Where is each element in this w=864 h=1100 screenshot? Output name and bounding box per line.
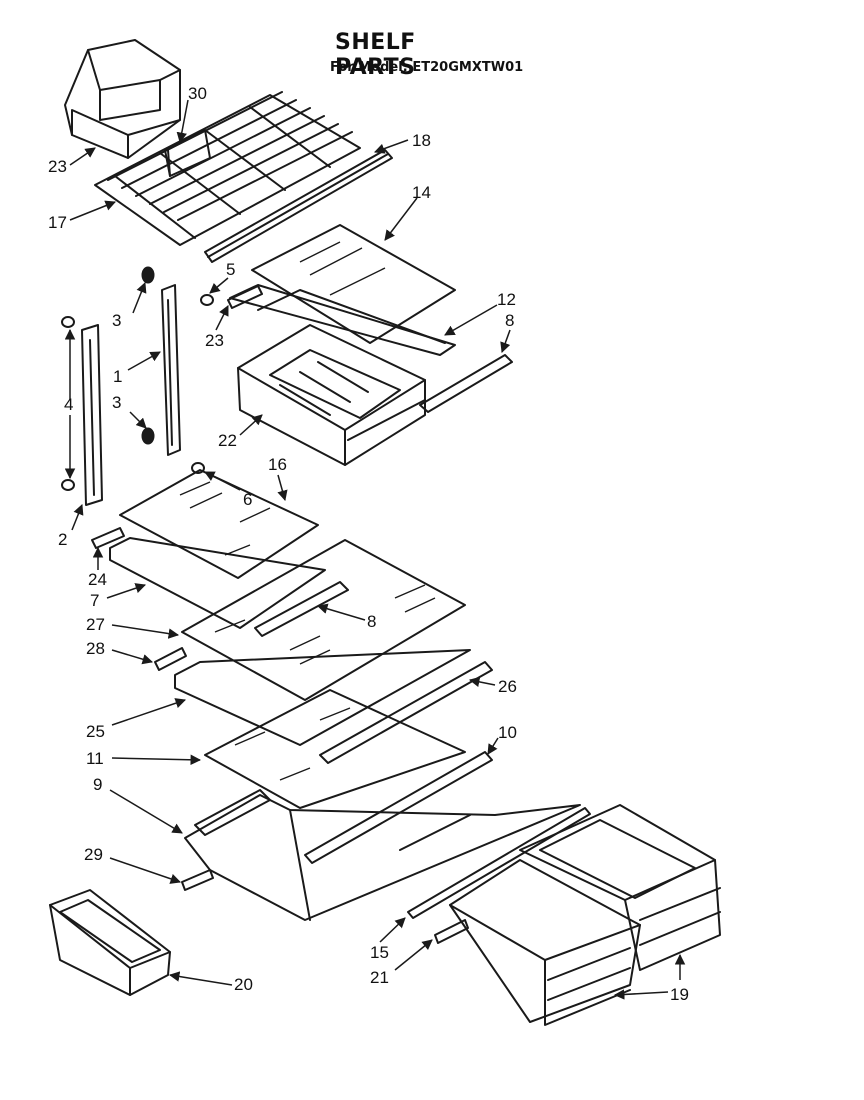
- part-1-ladder-rail: [161, 284, 181, 456]
- callout-23b: 24: [88, 570, 107, 589]
- callout-10: 10: [498, 723, 517, 742]
- callout-8b: 8: [367, 612, 376, 631]
- callout-3b: 3: [112, 393, 121, 412]
- part-14-glass-shelf: [251, 224, 456, 344]
- part-3-support-brackets: [141, 266, 155, 445]
- part-5-clip: [200, 294, 214, 306]
- part-28-rail: [434, 919, 469, 944]
- callout-14: 14: [412, 183, 431, 202]
- part-15-rail: [407, 807, 591, 919]
- callout-27: 28: [86, 639, 105, 658]
- diagram-title: SHELF PARTS: [335, 30, 416, 80]
- leader-lines: [64, 99, 686, 1000]
- part-18-shelf-trim: [204, 149, 393, 263]
- part-2-ladder-rail: [81, 324, 103, 506]
- part-7-shelf-frame: [109, 537, 326, 629]
- callout-7: 7: [90, 591, 99, 610]
- callout-9: 9: [93, 775, 102, 794]
- part-8-rail-middle: [254, 581, 349, 637]
- part-23-pin-upper: [227, 285, 263, 309]
- callout-28: 21: [370, 968, 389, 987]
- part-23-pin-lower: [91, 527, 125, 549]
- callout-21: 20: [234, 975, 253, 994]
- part-6-clip: [191, 462, 205, 474]
- callout-22: 23: [48, 157, 67, 176]
- part-4-rail-caps: [61, 316, 75, 491]
- part-24-shelf-frame: [174, 649, 471, 746]
- callout-1: 1: [113, 367, 122, 386]
- part-8-rail-upper: [419, 354, 513, 413]
- part-27-pin: [154, 647, 187, 671]
- callout-30: 30: [188, 84, 207, 103]
- callout-2: 2: [58, 530, 67, 549]
- part-9-pan-cover: [184, 789, 581, 921]
- callout-26: 27: [86, 615, 105, 634]
- callout-18: 18: [412, 131, 431, 150]
- callout-15: 15: [370, 943, 389, 962]
- callout-4: 4: [64, 395, 73, 414]
- part-21-door-bin: [49, 889, 171, 996]
- part-17-wire-shelf: [94, 91, 361, 246]
- callout-5: 5: [226, 260, 235, 279]
- part-10-rail: [304, 751, 493, 864]
- callout-8a: 8: [505, 311, 514, 330]
- callout-3a: 3: [112, 311, 121, 330]
- part-12-shelf-frame: [229, 284, 456, 356]
- part-16-glass-shelf: [119, 469, 319, 579]
- part-19-crisper-drawers: [449, 804, 721, 1026]
- callout-12: 12: [497, 290, 516, 309]
- callout-20: 22: [218, 431, 237, 450]
- part-26-glass-shelf: [181, 539, 466, 701]
- part-11-glass-shelf: [204, 689, 466, 809]
- callout-17: 17: [48, 213, 67, 232]
- callout-23a: 23: [205, 331, 224, 350]
- callout-11: 11: [86, 749, 104, 768]
- callout-29: 29: [84, 845, 103, 864]
- callout-25: 26: [498, 677, 517, 696]
- callout-24: 25: [86, 722, 105, 741]
- callout-6: 6: [243, 490, 252, 509]
- part-20-crisper-pan: [237, 324, 426, 466]
- diagram-subtitle: For Model: ET20GMXTW01: [330, 60, 524, 75]
- callout-19: 19: [670, 985, 689, 1004]
- part-29-bracket: [181, 869, 214, 891]
- callout-labels: 23 30 18 17 14 5 3 23 12 8 1 4 3 22 16 6…: [48, 84, 689, 1004]
- part-22-door-bin: [64, 39, 181, 159]
- callout-16: 16: [268, 455, 287, 474]
- part-25-rail: [319, 661, 493, 764]
